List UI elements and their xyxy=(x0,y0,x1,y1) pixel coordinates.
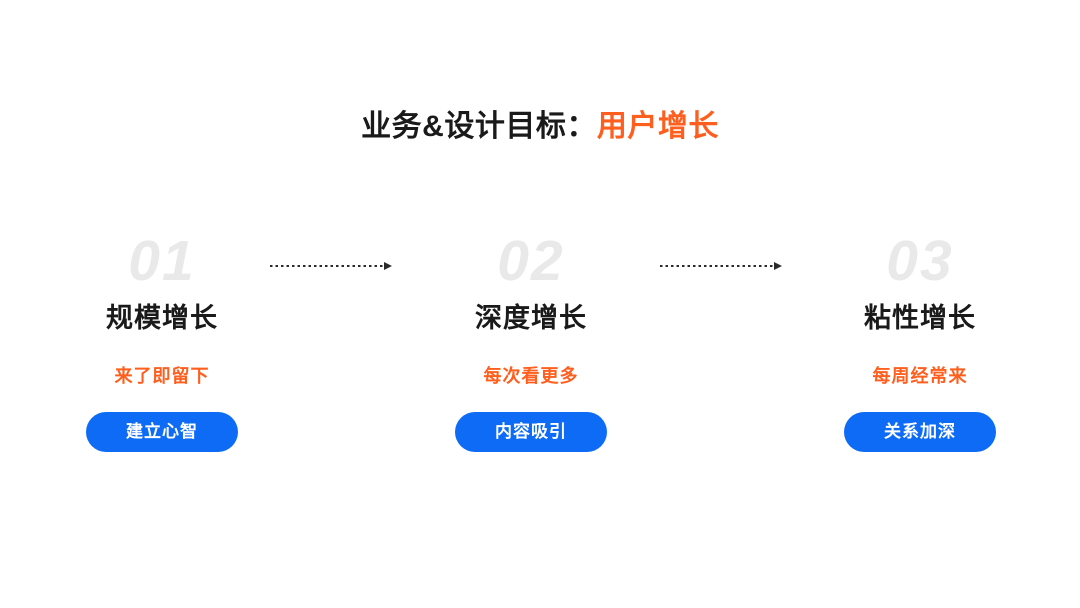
step-heading: 规模增长 xyxy=(106,303,218,333)
step-heading: 粘性增长 xyxy=(864,303,976,333)
page-title: 业务&设计目标：用户增长 xyxy=(0,110,1080,144)
arrowhead-icon xyxy=(774,261,782,270)
step-column-2: 02 深度增长 每次看更多 内容吸引 xyxy=(381,232,681,452)
step-number: 03 xyxy=(886,229,954,293)
dotted-arrow-right-icon xyxy=(660,261,782,270)
title-prefix: 业务&设计目标： xyxy=(361,110,597,143)
dotted-arrow-right-icon xyxy=(270,261,392,270)
step-heading: 深度增长 xyxy=(475,303,587,333)
step-pill-button[interactable]: 建立心智 xyxy=(86,412,238,452)
step-number: 02 xyxy=(497,229,565,293)
step-column-1: 01 规模增长 来了即留下 建立心智 xyxy=(12,232,312,452)
step-number: 01 xyxy=(128,229,196,293)
arrowhead-icon xyxy=(384,261,392,270)
step-pill-button[interactable]: 关系加深 xyxy=(844,412,996,452)
step-subtitle: 每次看更多 xyxy=(483,366,579,386)
title-highlight: 用户增长 xyxy=(596,110,719,143)
step-subtitle: 来了即留下 xyxy=(114,366,210,386)
step-subtitle: 每周经常来 xyxy=(872,366,968,386)
step-pill-button[interactable]: 内容吸引 xyxy=(455,412,607,452)
step-column-3: 03 粘性增长 每周经常来 关系加深 xyxy=(770,232,1070,452)
